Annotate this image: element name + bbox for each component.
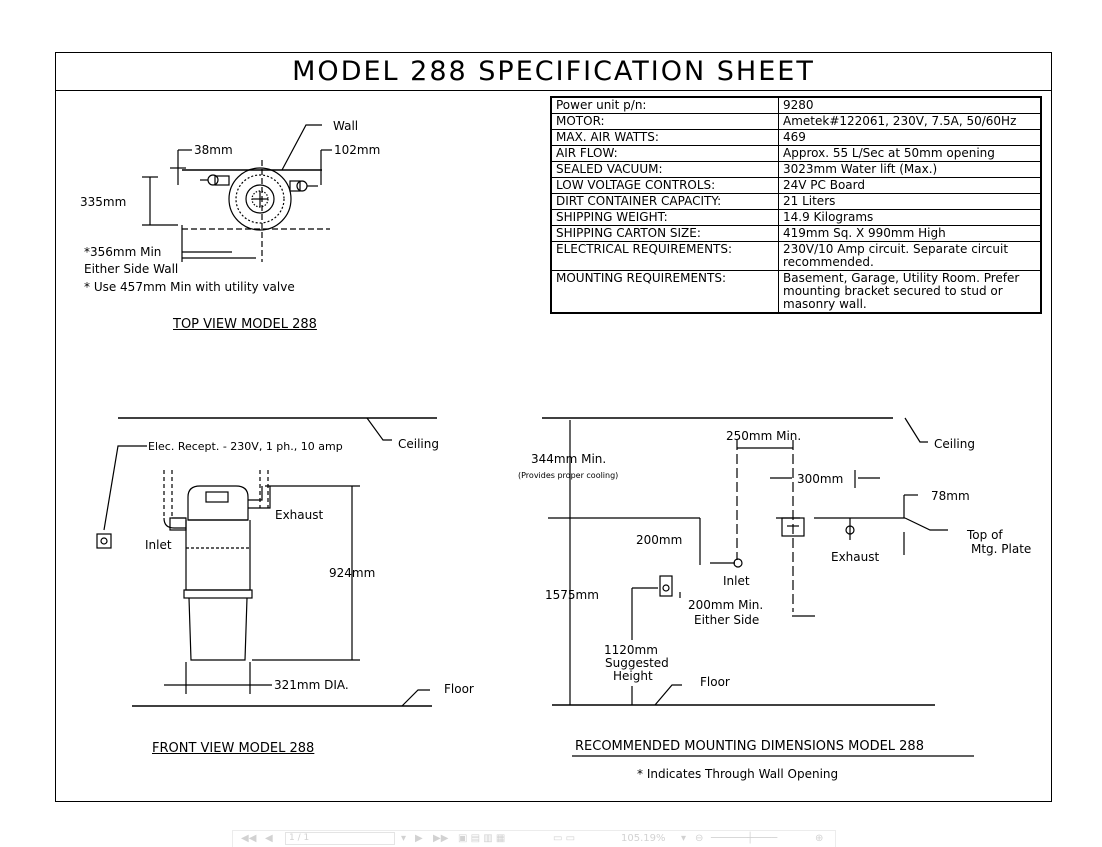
label-300mm: 300mm	[797, 472, 844, 486]
top-view-drawing	[142, 124, 332, 262]
layout-icon[interactable]: ▭ ▭	[553, 833, 576, 844]
label-exhaust-front: Exhaust	[275, 508, 324, 522]
front-view-drawing	[96, 417, 437, 707]
label-78mm: 78mm	[931, 489, 970, 503]
label-1120mm: 1120mm	[604, 643, 658, 657]
mounting-drawing	[542, 417, 974, 757]
spec-label: ELECTRICAL REQUIREMENTS:	[551, 241, 779, 271]
zoom-level[interactable]: 105.19%	[621, 833, 666, 844]
label-through-wall-note: * Indicates Through Wall Opening	[637, 767, 839, 781]
label-mtg-plate: Mtg. Plate	[971, 542, 1032, 556]
spec-row: SHIPPING CARTON SIZE:419mm Sq. X 990mm H…	[551, 225, 1041, 242]
zoom-out-icon[interactable]: ⊖	[695, 833, 704, 844]
first-page-icon[interactable]: ◀◀	[241, 833, 257, 844]
label-height: Height	[613, 669, 653, 683]
spec-row: MOTOR:Ametek#122061, 230V, 7.5A, 50/60Hz	[551, 113, 1041, 130]
label-cooling: (Provides proper cooling)	[518, 471, 619, 480]
pdf-viewer-toolbar: ◀◀ ◀ 1 / 1 ▾ ▶ ▶▶ ▣ ▤ ▥ ▦ ▭ ▭ 105.19% ▾ …	[232, 830, 836, 847]
zoom-in-icon[interactable]: ⊕	[815, 833, 824, 844]
front-view-title: FRONT VIEW MODEL 288	[152, 741, 315, 756]
label-250mm: 250mm Min.	[726, 429, 802, 443]
label-suggested: Suggested	[605, 656, 669, 670]
label-38mm: 38mm	[194, 143, 233, 157]
mounting-title: RECOMMENDED MOUNTING DIMENSIONS MODEL 28…	[575, 739, 924, 754]
label-inlet-front: Inlet	[145, 538, 172, 552]
zoom-slider[interactable]: ──────┼────	[711, 833, 778, 844]
next-page-icon[interactable]: ▶	[415, 833, 423, 844]
spec-label: SHIPPING WEIGHT:	[551, 209, 779, 226]
label-either-side: Either Side	[694, 613, 760, 627]
spec-row: ELECTRICAL REQUIREMENTS:230V/10 Amp circ…	[551, 241, 1041, 271]
label-200mm: 200mm	[636, 533, 683, 547]
label-top-of: Top of	[967, 528, 1003, 542]
spec-value: Basement, Garage, Utility Room. Prefer m…	[778, 270, 1041, 313]
label-utility-note: * Use 457mm Min with utility valve	[84, 280, 295, 294]
prev-page-icon[interactable]: ◀	[265, 833, 273, 844]
spec-label: SHIPPING CARTON SIZE:	[551, 225, 779, 242]
label-inlet-mount: Inlet	[723, 574, 750, 588]
label-321mm: 321mm DIA.	[274, 678, 349, 692]
spec-value: Approx. 55 L/Sec at 50mm opening	[778, 145, 1041, 162]
label-wall: Wall	[333, 119, 359, 133]
page-view-icon[interactable]: ▣ ▤ ▥ ▦	[458, 833, 506, 844]
label-344mm: 344mm Min.	[531, 452, 607, 466]
spec-label: SEALED VACUUM:	[551, 161, 779, 178]
label-200mm-min: 200mm Min.	[688, 598, 764, 612]
label-ceiling-mount: Ceiling	[934, 437, 975, 451]
spec-value: Ametek#122061, 230V, 7.5A, 50/60Hz	[778, 113, 1041, 130]
label-335mm: 335mm	[80, 195, 127, 209]
spec-row: MOUNTING REQUIREMENTS:Basement, Garage, …	[551, 270, 1041, 313]
label-356mm: *356mm Min	[84, 245, 162, 259]
spec-row: SHIPPING WEIGHT:14.9 Kilograms	[551, 209, 1041, 226]
label-exhaust-mount: Exhaust	[831, 550, 880, 564]
page-title: MODEL 288 SPECIFICATION SHEET	[56, 53, 1051, 91]
last-page-icon[interactable]: ▶▶	[433, 833, 449, 844]
chevron-down-icon[interactable]: ▾	[401, 833, 407, 844]
label-1575mm: 1575mm	[545, 588, 599, 602]
top-view-title: TOP VIEW MODEL 288	[173, 317, 317, 332]
label-924mm: 924mm	[329, 566, 376, 580]
label-elec-recept: Elec. Recept. - 230V, 1 ph., 10 amp	[148, 440, 343, 453]
label-102mm: 102mm	[334, 143, 381, 157]
label-floor-mount: Floor	[700, 675, 730, 689]
zoom-dropdown-icon[interactable]: ▾	[681, 833, 687, 844]
label-floor-front: Floor	[444, 682, 474, 696]
spec-sheet: MODEL 288 SPECIFICATION SHEET	[55, 52, 1052, 802]
label-ceiling-front: Ceiling	[398, 437, 439, 451]
spec-value: 14.9 Kilograms	[778, 209, 1041, 226]
label-either-side-wall: Either Side Wall	[84, 262, 179, 276]
page-number-input[interactable]: 1 / 1	[285, 832, 395, 845]
spec-label: MOUNTING REQUIREMENTS:	[551, 270, 779, 313]
spec-value: 24V PC Board	[778, 177, 1041, 194]
spec-label: DIRT CONTAINER CAPACITY:	[551, 193, 779, 210]
spec-row: LOW VOLTAGE CONTROLS:24V PC Board	[551, 177, 1041, 194]
